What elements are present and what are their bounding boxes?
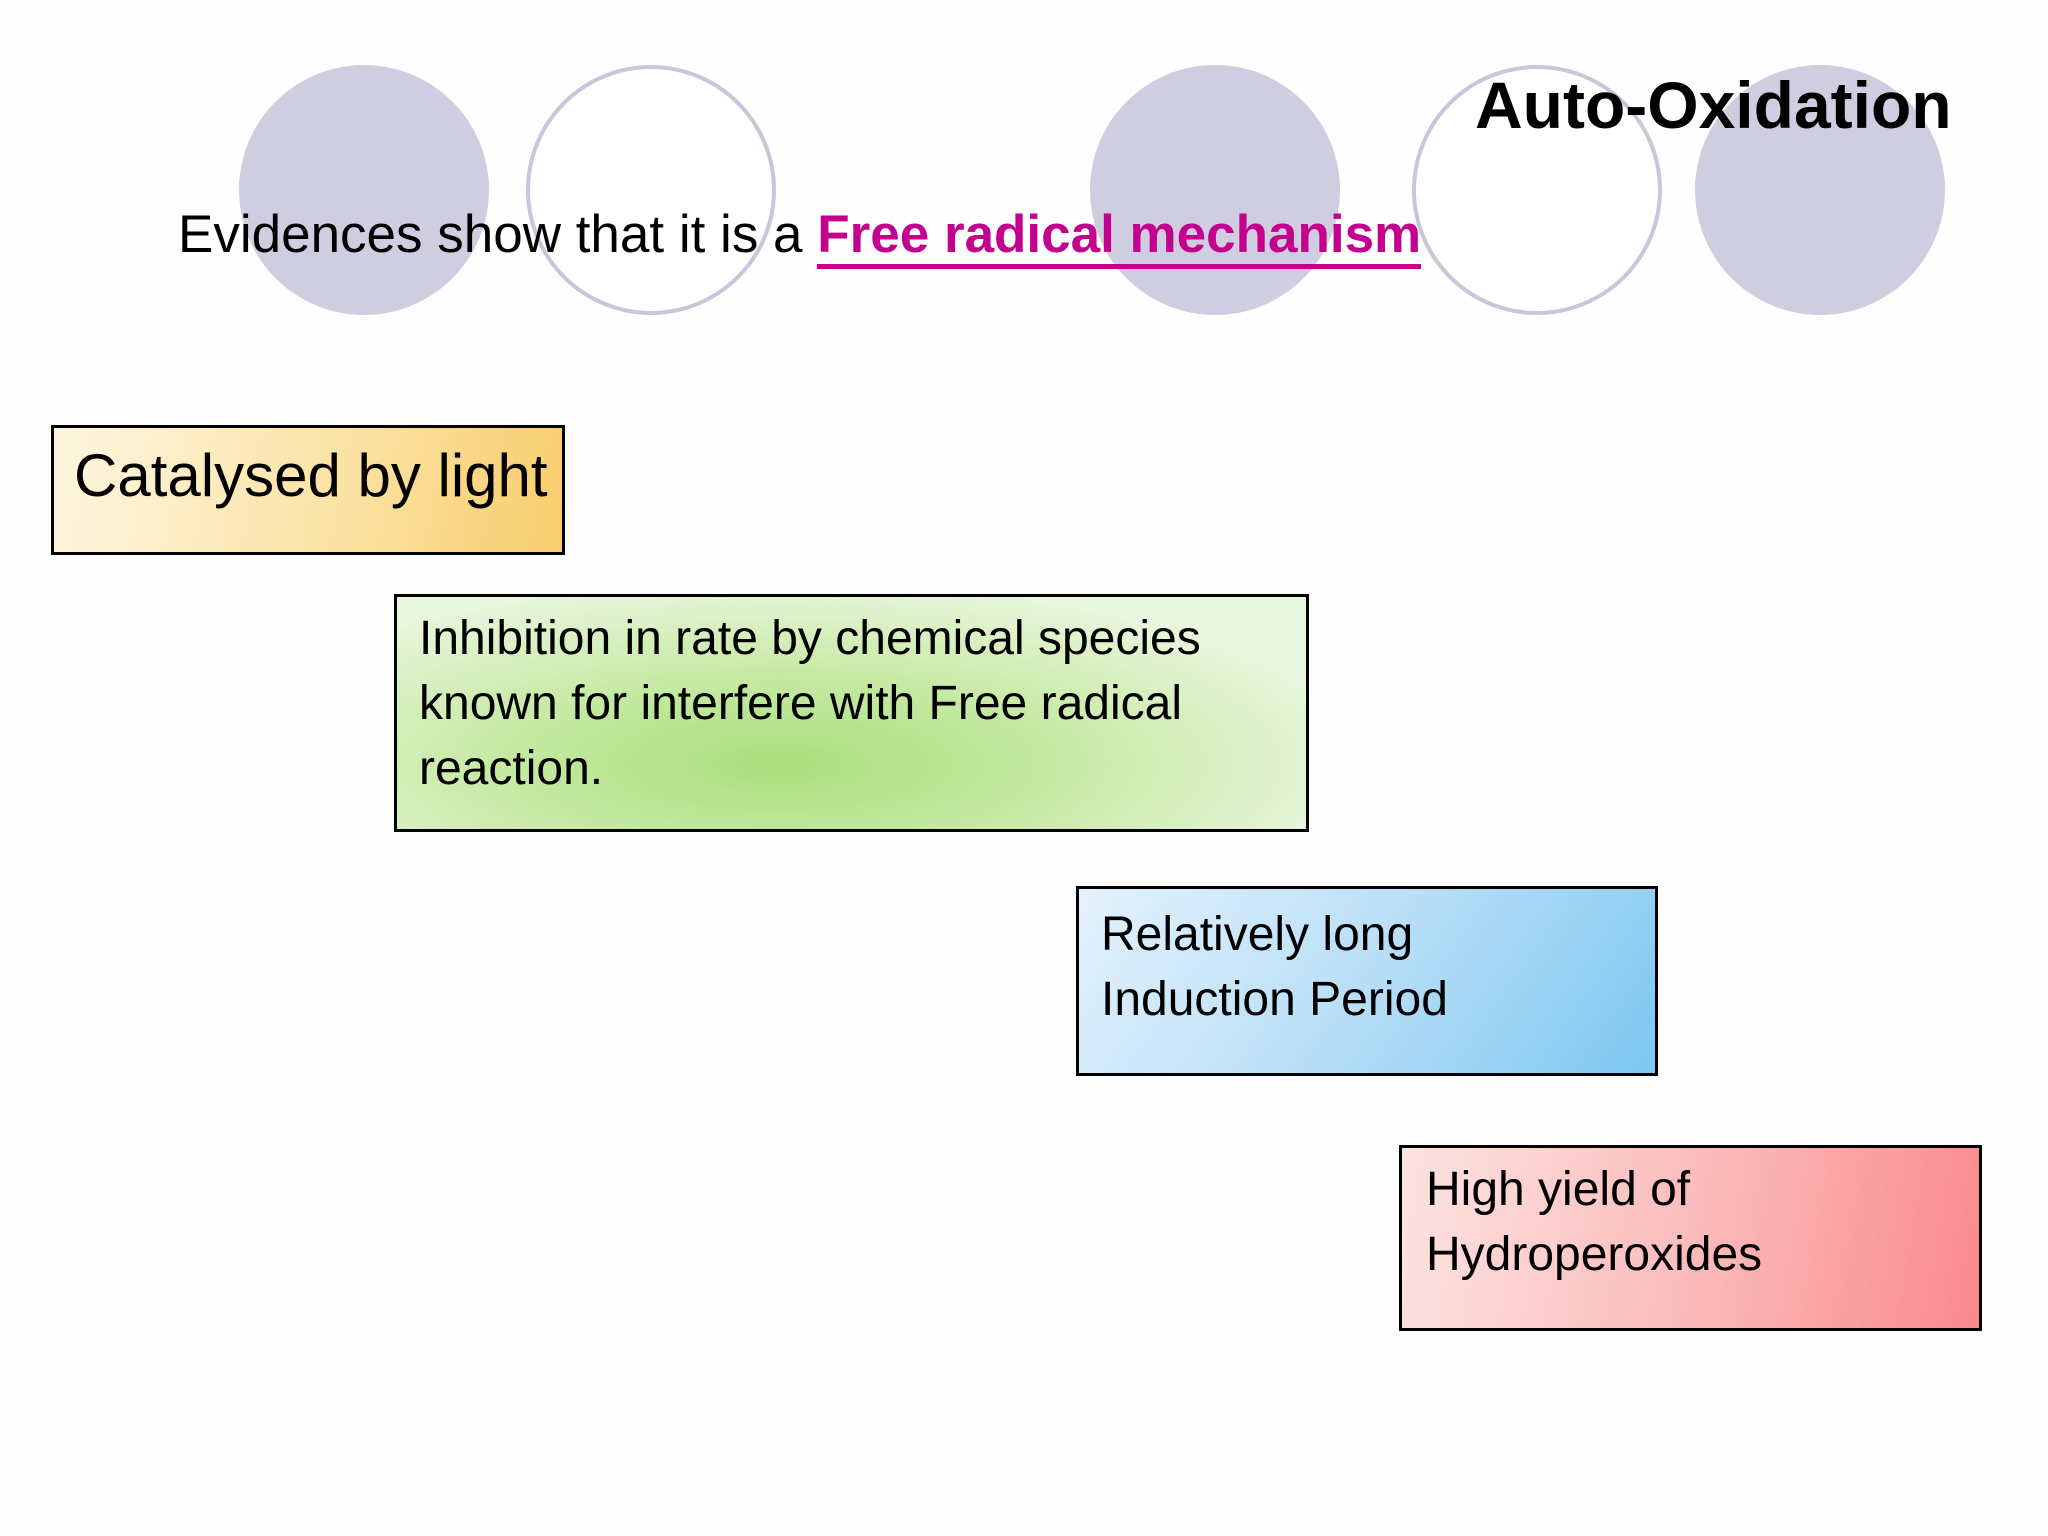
decorative-circle-filled bbox=[239, 65, 489, 315]
free-radical-highlight: Free radical mechanism bbox=[817, 205, 1422, 269]
evidence-box-induction-period: Relatively long Induction Period bbox=[1076, 886, 1658, 1076]
intro-text: Evidences show that it is a Free radical… bbox=[178, 198, 1422, 272]
slide-title: Auto-Oxidation bbox=[1475, 68, 1952, 142]
evidence-box-inhibition: Inhibition in rate by chemical species k… bbox=[394, 594, 1309, 832]
decorative-circle-filled bbox=[1090, 65, 1340, 315]
decorative-circle-outlined bbox=[1412, 65, 1662, 315]
evidence-box-hydroperoxides: High yield of Hydroperoxides bbox=[1399, 1145, 1982, 1331]
decorative-circle-outlined bbox=[526, 65, 776, 315]
decorative-circle-filled bbox=[1695, 65, 1945, 315]
intro-prefix: Evidences show that it is a bbox=[178, 205, 818, 264]
evidence-box-catalysed-by-light: Catalysed by light bbox=[51, 425, 565, 555]
